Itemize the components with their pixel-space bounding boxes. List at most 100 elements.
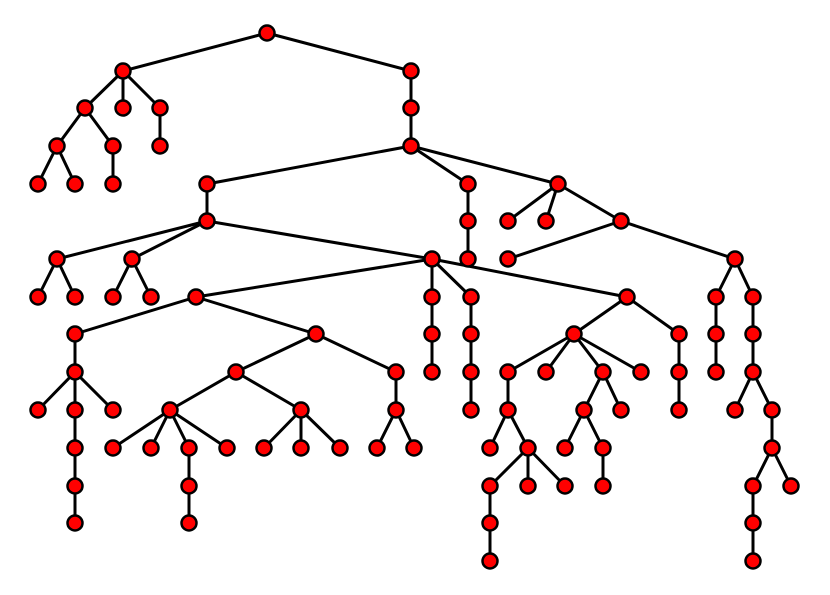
- tree-edge: [506, 182, 560, 223]
- tree-node: [292, 439, 310, 457]
- tree-node: [459, 250, 477, 268]
- tree-node: [459, 175, 477, 193]
- tree-edge: [83, 69, 125, 110]
- tree-node: [142, 288, 160, 306]
- tree-node: [187, 288, 205, 306]
- tree-node: [744, 514, 762, 532]
- tree-node: [387, 363, 405, 381]
- tree-edge: [205, 144, 413, 186]
- tree-node: [161, 401, 179, 419]
- tree-node: [66, 288, 84, 306]
- tree-node: [66, 477, 84, 495]
- tree-node: [104, 401, 122, 419]
- tree-edge: [205, 219, 434, 261]
- tree-edge: [55, 219, 209, 261]
- tree-node: [499, 250, 517, 268]
- tree-node: [66, 439, 84, 457]
- tree-node: [459, 212, 477, 230]
- tree-node: [481, 477, 499, 495]
- tree-node: [782, 477, 800, 495]
- tree-node: [499, 363, 517, 381]
- tree-node: [744, 477, 762, 495]
- tree-edge: [314, 332, 398, 374]
- tree-node: [331, 439, 349, 457]
- tree-node: [114, 99, 132, 117]
- tree-node: [66, 363, 84, 381]
- tree-node: [151, 99, 169, 117]
- tree-node: [151, 137, 169, 155]
- tree-node: [423, 250, 441, 268]
- tree-edge: [73, 370, 115, 412]
- tree-edge: [619, 219, 737, 261]
- tree-node: [66, 514, 84, 532]
- tree-node: [462, 325, 480, 343]
- tree-edge: [194, 257, 434, 299]
- tree-edge: [299, 408, 342, 450]
- tree-node: [519, 477, 537, 495]
- tree-node: [29, 401, 47, 419]
- tree-node: [66, 325, 84, 343]
- tree-node: [549, 175, 567, 193]
- tree-node: [481, 514, 499, 532]
- tree-edge: [488, 446, 530, 488]
- tree-edges: [36, 31, 793, 563]
- tree-node: [307, 325, 325, 343]
- tree-node: [180, 514, 198, 532]
- tree-node: [198, 212, 216, 230]
- tree-node: [218, 439, 236, 457]
- tree-edge: [625, 295, 681, 336]
- tree-node: [227, 363, 245, 381]
- tree-edge: [506, 219, 623, 261]
- tree-node: [594, 363, 612, 381]
- tree-node: [66, 401, 84, 419]
- tree-edge: [506, 332, 576, 374]
- tree-node: [499, 401, 517, 419]
- tree-node: [707, 363, 725, 381]
- tree-node: [632, 363, 650, 381]
- tree-edge: [111, 408, 172, 450]
- tree-node: [763, 401, 781, 419]
- tree-node: [519, 439, 537, 457]
- tree-edge: [168, 408, 229, 450]
- tree-edge: [36, 370, 77, 412]
- tree-node: [537, 363, 555, 381]
- tree-node: [481, 439, 499, 457]
- tree-edge: [194, 295, 318, 336]
- tree-node: [670, 325, 688, 343]
- tree-edge: [572, 295, 629, 336]
- tree-node: [744, 288, 762, 306]
- tree-node: [387, 401, 405, 419]
- tree-node: [594, 439, 612, 457]
- tree-node: [104, 288, 122, 306]
- tree-node: [763, 439, 781, 457]
- tree-node: [537, 212, 555, 230]
- tree-node: [48, 137, 66, 155]
- tree-node: [423, 325, 441, 343]
- tree-node: [66, 175, 84, 193]
- tree-node: [575, 401, 593, 419]
- tree-node: [114, 62, 132, 80]
- tree-node: [255, 439, 273, 457]
- tree-node: [462, 363, 480, 381]
- tree-edge: [73, 295, 198, 336]
- tree-node: [726, 250, 744, 268]
- tree-node: [29, 175, 47, 193]
- tree-node: [707, 288, 725, 306]
- tree-node: [402, 99, 420, 117]
- tree-node: [670, 363, 688, 381]
- tree-edge: [526, 446, 567, 488]
- tree-node: [423, 363, 441, 381]
- tree-node: [670, 401, 688, 419]
- tree-node: [612, 212, 630, 230]
- tree-node: [556, 439, 574, 457]
- tree-node: [594, 477, 612, 495]
- tree-node: [744, 552, 762, 570]
- tree-node: [76, 99, 94, 117]
- tree-edge: [572, 332, 643, 374]
- tree-node: [707, 325, 725, 343]
- tree-node: [258, 24, 276, 42]
- tree-edge: [409, 144, 560, 186]
- tree-edge: [556, 182, 623, 223]
- tree-edge: [130, 219, 209, 261]
- tree-node: [726, 401, 744, 419]
